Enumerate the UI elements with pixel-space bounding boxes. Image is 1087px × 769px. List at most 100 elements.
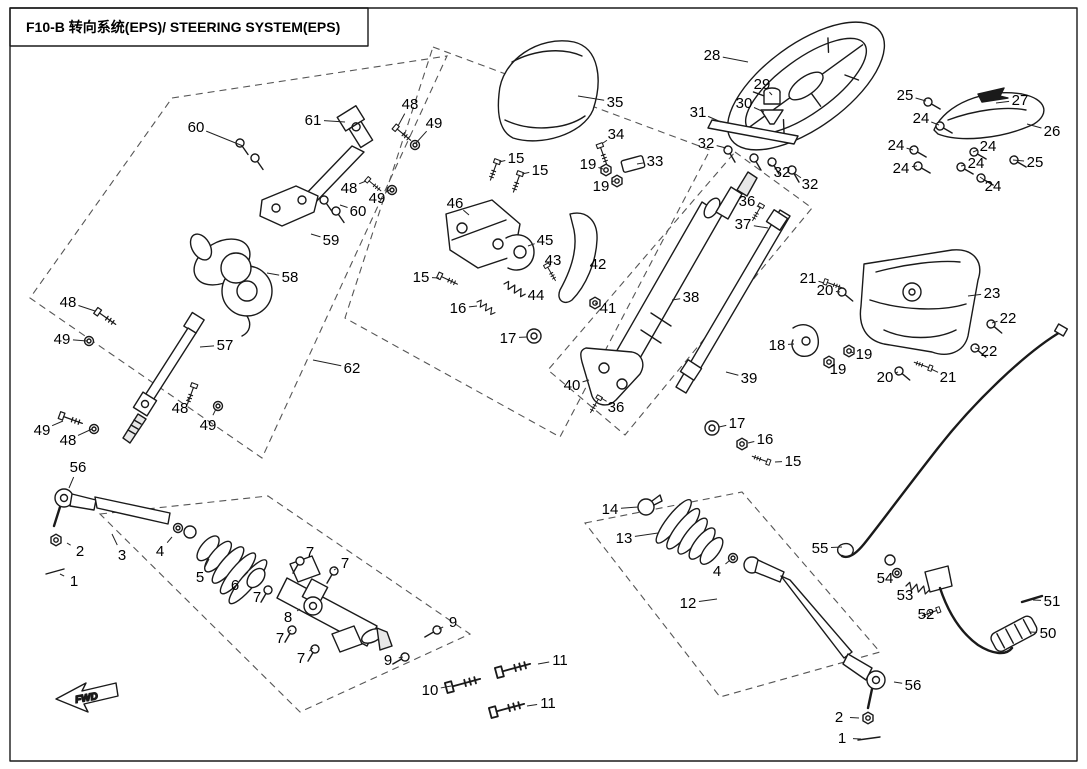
- callout-55: 55: [812, 540, 829, 557]
- callout-48: 48: [60, 294, 77, 311]
- fwd-arrow: FWD: [55, 682, 119, 713]
- callout-52: 52: [918, 606, 935, 623]
- callout-10: 10: [422, 682, 439, 699]
- screw-25: [1007, 153, 1029, 172]
- callout-leader-59: [310, 233, 321, 238]
- callout-leader-48: [397, 113, 406, 127]
- callout-leader-56: [893, 681, 903, 684]
- washer-4: [727, 552, 739, 564]
- callout-leader-4: [166, 536, 173, 543]
- callout-leader-49: [51, 420, 64, 427]
- callout-17: 17: [500, 330, 517, 347]
- callout-leader-60: [206, 130, 244, 147]
- callout-50: 50: [1040, 625, 1057, 642]
- callout-leader-16: [747, 441, 755, 444]
- callout-39: 39: [741, 370, 758, 387]
- callout-11: 11: [552, 652, 568, 669]
- pedal-pad: [990, 615, 1038, 652]
- callout-leader-49: [72, 339, 88, 342]
- callout-leader-49: [415, 130, 428, 144]
- cable: [836, 323, 1069, 566]
- screw-7: [303, 642, 322, 664]
- bolt-21: [912, 359, 934, 372]
- spring-16: [475, 298, 497, 317]
- direction-arrow-27: [977, 87, 1009, 103]
- callout-leader-25: [1012, 159, 1025, 162]
- bolt-15: [750, 453, 772, 466]
- bolt-15: [435, 271, 460, 288]
- callout-leader-14: [620, 506, 639, 509]
- callout-leader-61: [323, 120, 346, 123]
- pin-1: [45, 568, 65, 575]
- callout-38: 38: [683, 289, 700, 306]
- callout-32: 32: [802, 176, 819, 193]
- callout-48: 48: [60, 432, 77, 449]
- screw-60: [248, 151, 268, 173]
- bolt-48: [93, 306, 119, 328]
- callout-15: 15: [508, 150, 525, 167]
- page-border: [9, 7, 1078, 762]
- callout-leader-62: [312, 359, 342, 367]
- callout-7: 7: [341, 555, 349, 572]
- small-brackets-right: [791, 278, 1005, 384]
- bracket-33: [620, 155, 646, 173]
- callout-2: 2: [76, 543, 84, 560]
- callout-leader-27: [995, 100, 1010, 104]
- callout-leader-16: [468, 305, 478, 308]
- nut-19: [843, 344, 855, 358]
- callout-leader-34: [602, 139, 608, 144]
- callout-leader-15: [521, 171, 530, 175]
- callout-60: 60: [350, 203, 367, 220]
- steering-column: [580, 171, 791, 415]
- callout-leader-4: [725, 560, 730, 565]
- lock-assembly: [435, 158, 772, 466]
- callout-24: 24: [913, 110, 930, 127]
- callout-49: 49: [54, 331, 71, 348]
- screw-9: [390, 650, 412, 669]
- callout-19: 19: [830, 361, 847, 378]
- screw-7: [322, 564, 341, 586]
- hub-plate: [707, 119, 799, 145]
- callout-leader-15: [498, 160, 506, 163]
- callout-49: 49: [369, 190, 386, 207]
- fwd-label: FWD: [74, 691, 98, 706]
- callout-56: 56: [70, 459, 87, 476]
- callout-leader-2: [66, 542, 71, 546]
- callout-19: 19: [593, 178, 610, 195]
- callout-49: 49: [34, 422, 51, 439]
- callout-31: 31: [690, 104, 707, 121]
- pin-1: [857, 736, 881, 741]
- callout-leader-26: [1026, 123, 1042, 129]
- outline-column-tube-group: [547, 151, 813, 436]
- callout-19: 19: [856, 346, 873, 363]
- callout-24: 24: [985, 178, 1002, 195]
- callout-leader-24: [972, 149, 978, 153]
- callout-4: 4: [713, 563, 721, 580]
- callout-leader-33: [636, 162, 645, 165]
- callout-22: 22: [1000, 310, 1017, 327]
- callout-49: 49: [426, 115, 443, 132]
- callout-7: 7: [297, 650, 305, 667]
- callout-15: 15: [785, 453, 802, 470]
- callout-56: 56: [905, 677, 922, 694]
- callout-24: 24: [888, 137, 905, 154]
- callout-33: 33: [647, 153, 664, 170]
- bolt-10: [443, 672, 483, 694]
- bolt-15: [486, 158, 502, 182]
- title-box: F10-B 转向系统(EPS)/ STEERING SYSTEM(EPS): [9, 7, 369, 47]
- callout-leader-24: [979, 176, 985, 181]
- callout-leader-6: [242, 571, 249, 578]
- callout-23: 23: [984, 285, 1001, 302]
- callout-leader-55: [830, 546, 843, 548]
- callout-leader-24: [931, 121, 940, 126]
- callout-2: 2: [835, 709, 843, 726]
- callout-34: 34: [608, 126, 625, 143]
- callout-9: 9: [449, 614, 457, 631]
- callout-4: 4: [156, 543, 164, 560]
- rack-left: [45, 488, 533, 719]
- hook-18: [791, 324, 819, 357]
- screw-32: [747, 151, 766, 173]
- lower-shaft-57: [122, 311, 205, 444]
- screw-60: [329, 204, 349, 226]
